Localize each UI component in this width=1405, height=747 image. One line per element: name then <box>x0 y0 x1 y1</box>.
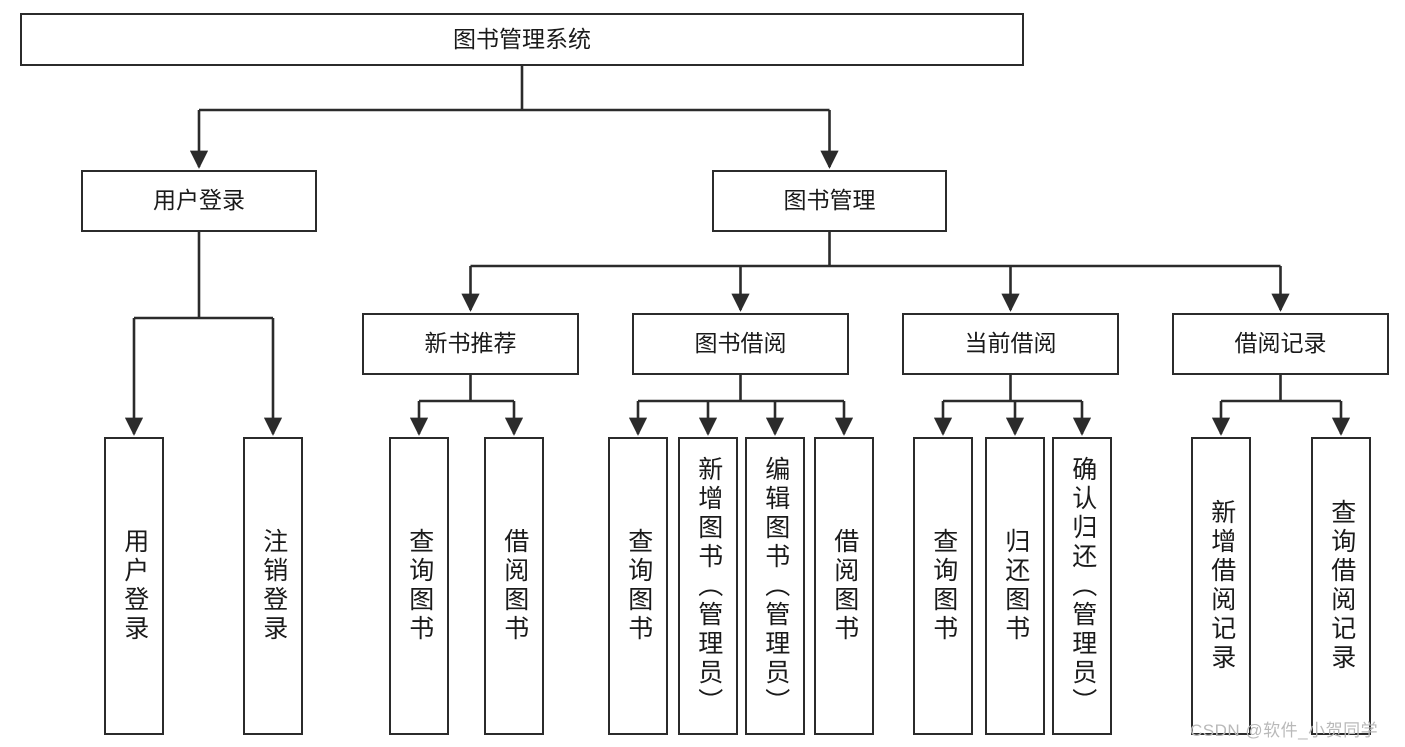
node-leaf-edit-book[interactable]: 编辑图书（管理员） <box>745 437 805 735</box>
node-label: 借阅记录 <box>1234 330 1327 357</box>
node-user-login[interactable]: 用户登录 <box>81 170 317 232</box>
node-label: 用户登录 <box>120 528 149 644</box>
node-label: 确认归还（管理员） <box>1068 455 1097 717</box>
node-label: 查询图书 <box>405 528 434 644</box>
node-current-borrow[interactable]: 当前借阅 <box>902 313 1119 375</box>
node-label: 图书借阅 <box>694 330 787 357</box>
node-leaf-query-book-2[interactable]: 查询图书 <box>608 437 668 735</box>
node-label: 图书管理系统 <box>453 25 591 52</box>
node-leaf-user-logout[interactable]: 注销登录 <box>243 437 303 735</box>
node-label: 查询借阅记录 <box>1327 499 1356 673</box>
node-leaf-add-book[interactable]: 新增图书（管理员） <box>678 437 738 735</box>
node-leaf-query-record[interactable]: 查询借阅记录 <box>1311 437 1371 735</box>
node-borrow-record[interactable]: 借阅记录 <box>1172 313 1389 375</box>
node-label: 注销登录 <box>259 528 288 644</box>
node-leaf-query-book-1[interactable]: 查询图书 <box>389 437 449 735</box>
node-leaf-borrow-book-1[interactable]: 借阅图书 <box>484 437 544 735</box>
node-root[interactable]: 图书管理系统 <box>20 13 1024 66</box>
node-label: 用户登录 <box>153 187 245 214</box>
node-leaf-add-record[interactable]: 新增借阅记录 <box>1191 437 1251 735</box>
node-label: 新书推荐 <box>424 330 517 357</box>
watermark: CSDN @软件_小贺同学 <box>1190 721 1379 740</box>
node-leaf-return-book[interactable]: 归还图书 <box>985 437 1045 735</box>
node-leaf-user-login[interactable]: 用户登录 <box>104 437 164 735</box>
node-new-book-rec[interactable]: 新书推荐 <box>362 313 579 375</box>
node-label: 查询图书 <box>624 528 653 644</box>
node-leaf-confirm-return[interactable]: 确认归还（管理员） <box>1052 437 1112 735</box>
node-leaf-borrow-book-2[interactable]: 借阅图书 <box>814 437 874 735</box>
node-label: 当前借阅 <box>964 330 1057 357</box>
node-book-borrow[interactable]: 图书借阅 <box>632 313 849 375</box>
node-label: 图书管理 <box>783 187 876 214</box>
node-label: 编辑图书（管理员） <box>761 455 790 717</box>
edge-group <box>124 66 1351 436</box>
node-leaf-query-book-3[interactable]: 查询图书 <box>913 437 973 735</box>
node-label: 归还图书 <box>1001 528 1030 644</box>
node-label: 借阅图书 <box>830 528 859 644</box>
node-label: 新增图书（管理员） <box>694 455 723 717</box>
node-label: 查询图书 <box>929 528 958 644</box>
node-book-manage[interactable]: 图书管理 <box>712 170 947 232</box>
node-label: 新增借阅记录 <box>1207 499 1236 673</box>
node-label: 借阅图书 <box>500 528 529 644</box>
